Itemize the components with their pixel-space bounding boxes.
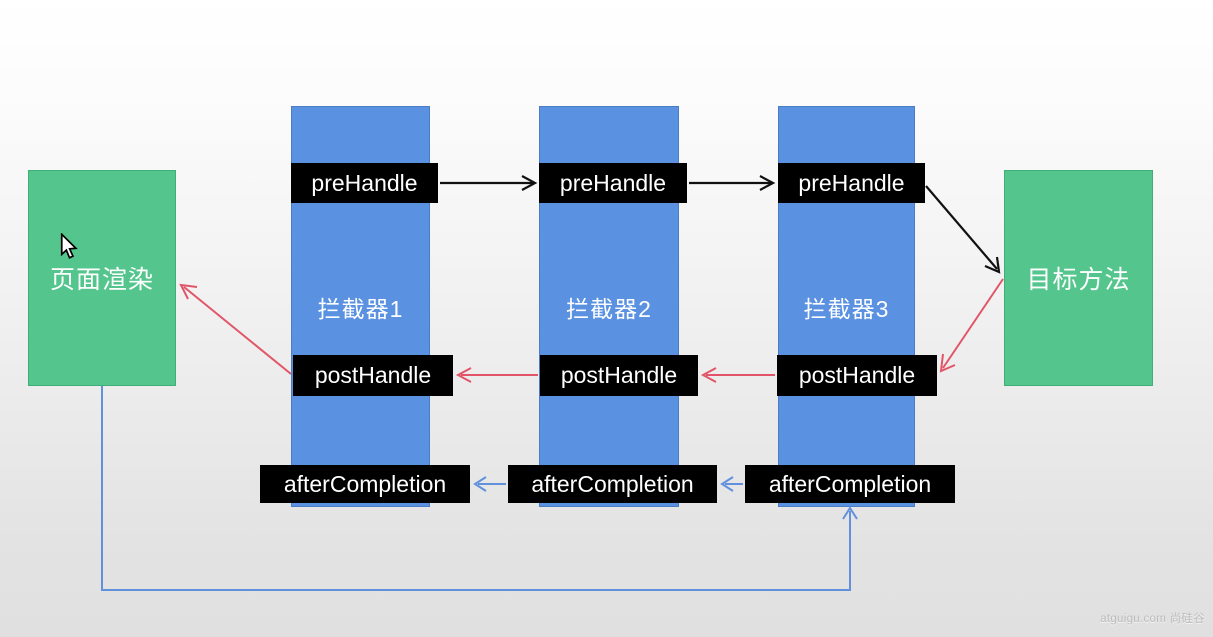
aftercompletion-arrow-3-to-2 [720, 476, 743, 492]
posthandle-label-3: postHandle [777, 355, 937, 396]
prehandle-arrow-1-to-2 [440, 175, 538, 191]
posthandle-label-2: postHandle [540, 355, 698, 396]
posthandle-arrow-3-to-2 [700, 367, 775, 383]
prehandle-label-2: preHandle [539, 163, 687, 203]
target-method-box: 目标方法 [1004, 170, 1153, 386]
interceptor-1-label: 拦截器1 [317, 295, 404, 322]
posthandle-label-1: postHandle [293, 355, 453, 396]
posthandle-arrow-1-to-page-render [179, 283, 292, 375]
aftercompletion-arrow-2-to-1 [473, 476, 506, 492]
interceptor-3-label: 拦截器3 [803, 295, 890, 322]
page-render-label: 页面渲染 [49, 266, 154, 294]
target-method-label: 目标方法 [1026, 266, 1131, 294]
prehandle-arrow-3-to-target [925, 185, 1001, 274]
aftercompletion-label-1: afterCompletion [260, 465, 470, 503]
aftercompletion-label-2: afterCompletion [508, 465, 717, 503]
aftercompletion-label-3: afterCompletion [745, 465, 955, 503]
prehandle-arrow-2-to-3 [689, 175, 776, 191]
prehandle-label-3: preHandle [778, 163, 925, 203]
watermark-text: atguigu.com 尚硅谷 [1100, 613, 1205, 625]
posthandle-arrow-target-to-3 [939, 278, 1004, 373]
prehandle-label-1: preHandle [291, 163, 438, 203]
interceptor-2-label: 拦截器2 [566, 295, 652, 322]
page-render-to-aftercompletion-3-arrow [101, 386, 858, 591]
page-render-box: 页面渲染 [28, 170, 176, 386]
posthandle-arrow-2-to-1 [455, 367, 538, 383]
